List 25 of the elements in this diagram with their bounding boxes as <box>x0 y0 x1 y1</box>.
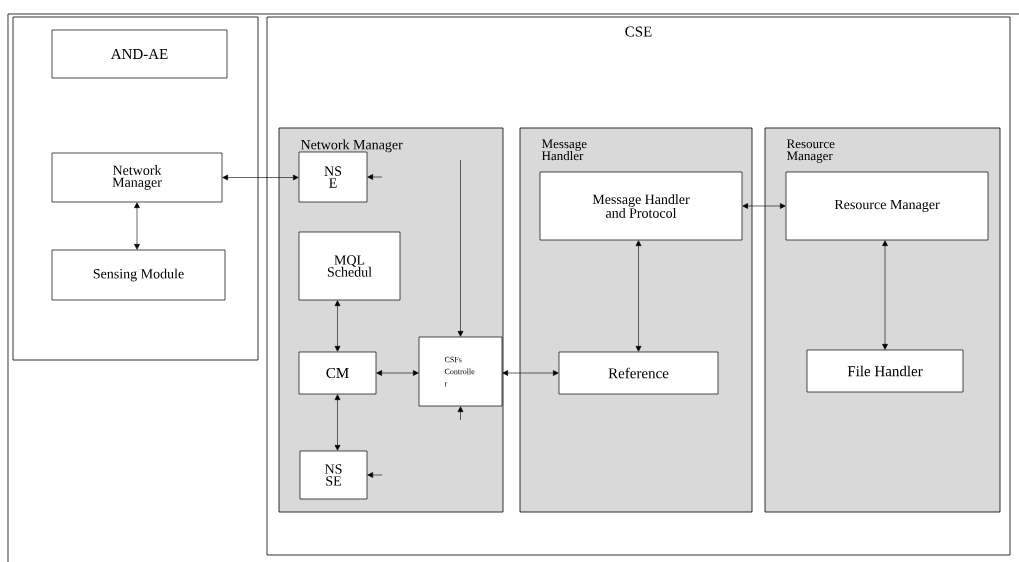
process-box: File Handler <box>806 349 964 393</box>
arrow <box>457 406 464 421</box>
arrow <box>457 159 464 337</box>
arrow <box>134 202 140 250</box>
arrow <box>334 300 341 352</box>
arrow <box>376 370 419 376</box>
process-box: Resource Manager <box>785 171 989 241</box>
arrow <box>502 370 559 376</box>
arrow <box>635 240 642 352</box>
process-box: Network Manager <box>51 152 223 203</box>
arrow <box>882 240 888 350</box>
arrow <box>367 472 383 478</box>
process-box: NS SE <box>299 450 368 500</box>
process-box: MQL Schedul <box>298 231 401 301</box>
process-box: Sensing Module <box>51 249 226 301</box>
arrow <box>367 174 383 180</box>
process-box: AND-AE <box>51 29 228 79</box>
arrow <box>222 174 299 181</box>
process-box: Message Handler and Protocol <box>539 171 743 241</box>
process-box: CSFs Controlle r <box>418 336 503 407</box>
process-box: NS E <box>298 151 368 203</box>
process-box: Reference <box>558 351 719 395</box>
arrow <box>334 394 341 451</box>
process-box: CM <box>298 351 377 395</box>
arrow <box>742 203 786 209</box>
